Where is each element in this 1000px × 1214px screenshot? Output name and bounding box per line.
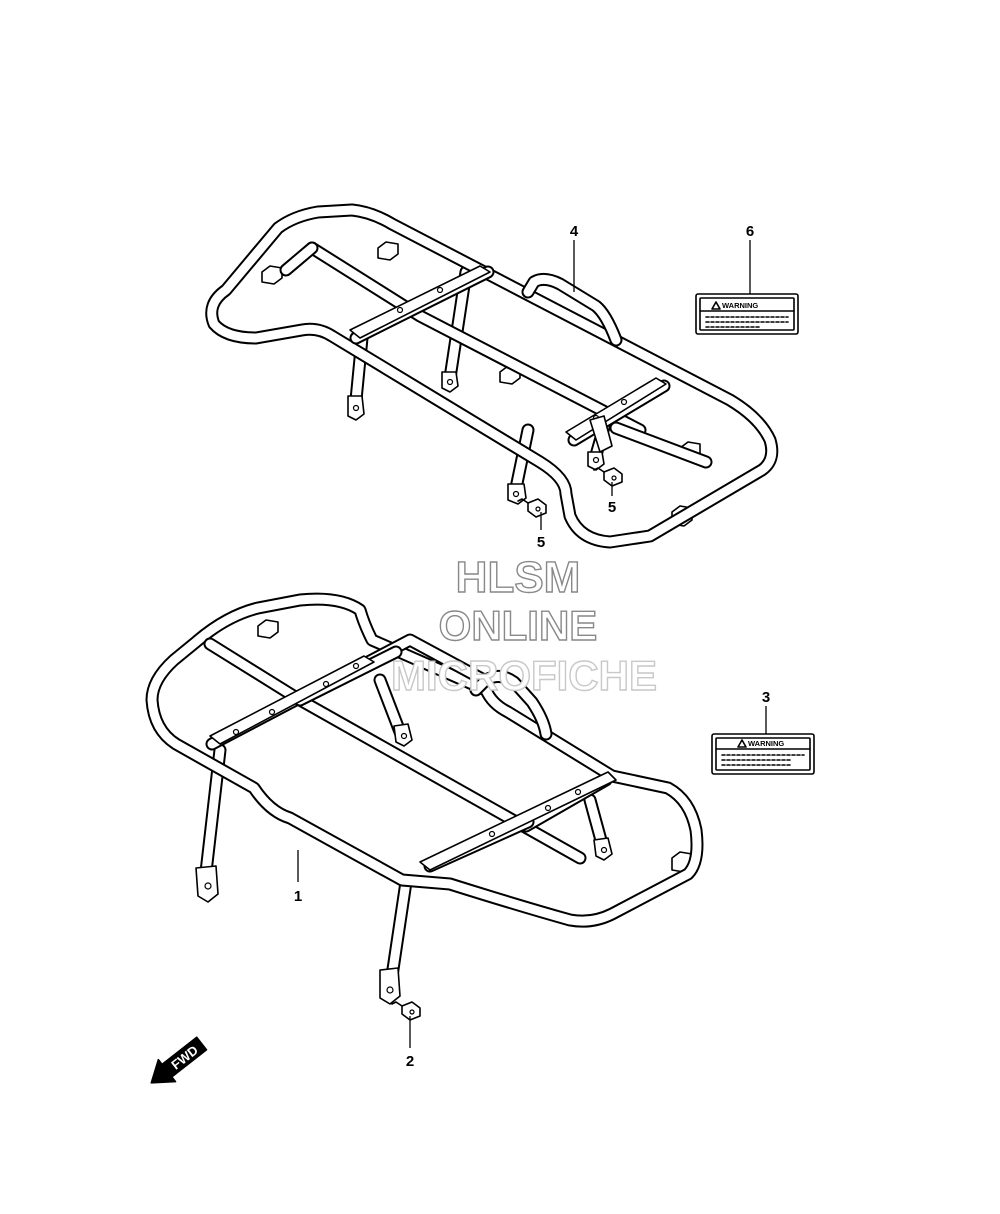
front-carrier[interactable]: [145, 592, 704, 1005]
watermark-line-3: MICROFICHE: [391, 652, 657, 699]
rear-carrier[interactable]: [205, 203, 779, 549]
warning-label-front-text: WARNING: [748, 739, 784, 748]
warning-label-rear-text: WARNING: [722, 301, 758, 310]
rear-bolt-b[interactable]: [593, 467, 623, 487]
watermark: HLSM ONLINE MICROFICHE: [390, 552, 657, 699]
warning-label-rear[interactable]: WARNING: [695, 293, 799, 335]
callout-3: 3: [762, 689, 770, 706]
callout-2: 2: [406, 1053, 414, 1070]
callout-5b: 5: [608, 499, 616, 516]
callout-5a: 5: [537, 534, 545, 551]
fwd-arrow-icon: FWD: [150, 1036, 208, 1084]
warning-label-front[interactable]: WARNING: [711, 733, 815, 775]
callout-1: 1: [294, 888, 302, 905]
callout-6: 6: [746, 223, 754, 240]
watermark-line-2: ONLINE: [439, 602, 598, 649]
front-bolt[interactable]: [391, 1001, 421, 1021]
callout-4: 4: [570, 223, 579, 240]
watermark-line-1: HLSM: [456, 553, 581, 602]
